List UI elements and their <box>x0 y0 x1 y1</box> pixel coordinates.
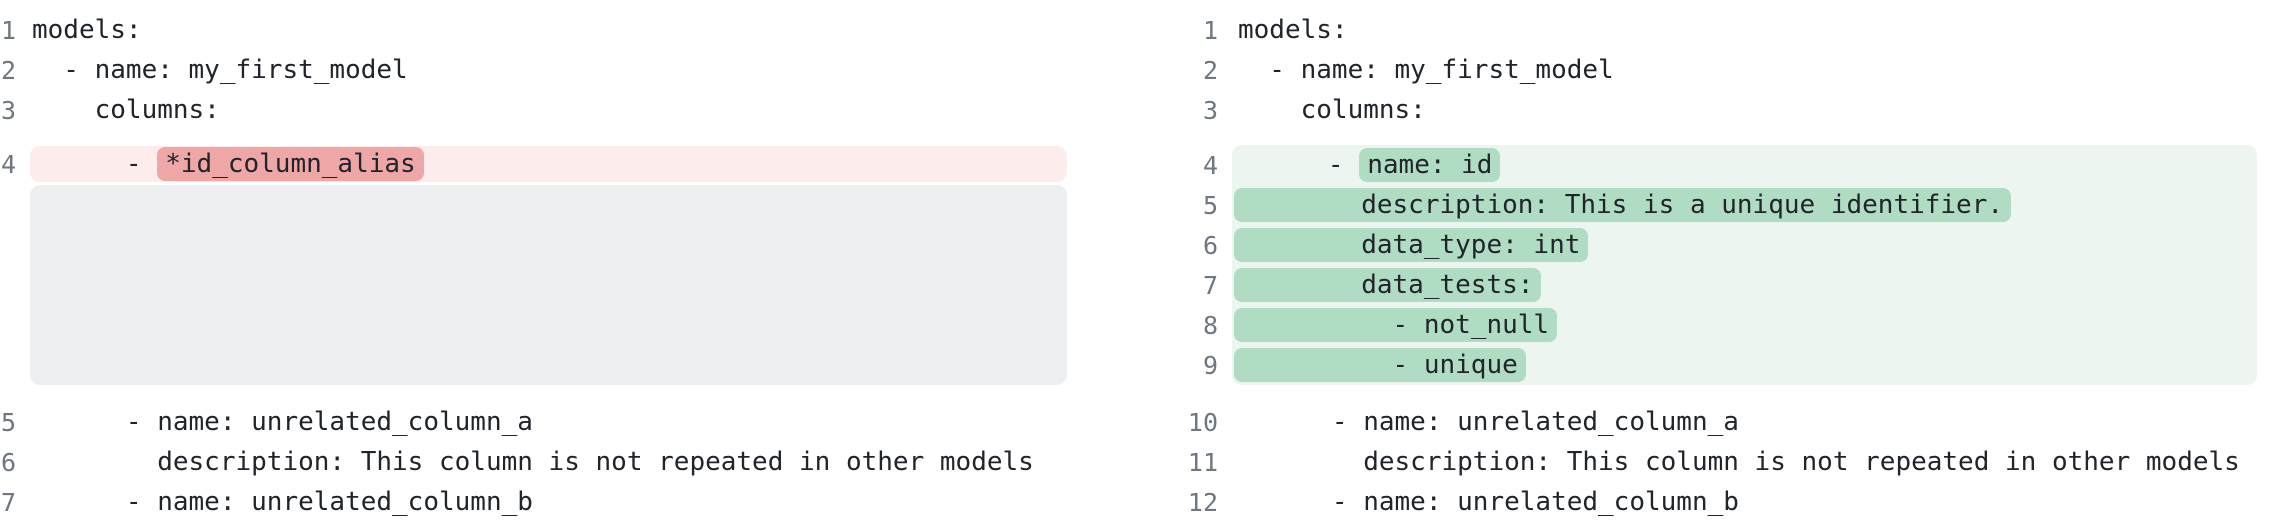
line-number: 5 <box>1202 190 1218 220</box>
added-token-highlight: - unique <box>1234 348 1526 382</box>
code-line: 6 description: This column is not repeat… <box>0 442 1130 482</box>
code-line: 4 - name: id <box>1140 145 2278 185</box>
code-text: - not_null <box>1234 305 1558 345</box>
collapsed-filler-block <box>30 185 1067 385</box>
added-line: data_type: int <box>1232 225 2257 265</box>
code-line: 5 - name: unrelated_column_a <box>0 402 1130 442</box>
code-line: 2 - name: my_first_model <box>0 50 1130 90</box>
code-line: 3 columns: <box>0 90 1130 130</box>
code-line: 8 - not_null <box>1140 305 2278 345</box>
line-number: 1 <box>1202 15 1218 45</box>
line-number: 10 <box>1187 407 1218 437</box>
code-text: - name: my_first_model <box>1238 55 1614 85</box>
code-line: 6 data_type: int <box>1140 225 2278 265</box>
line-number: 6 <box>1202 230 1218 260</box>
code-text: models: <box>1238 15 1348 45</box>
line-number: 2 <box>0 55 16 85</box>
code-line: 12 - name: unrelated_column_b <box>1140 482 2278 522</box>
code-text: columns: <box>32 95 220 125</box>
code-text: - name: unrelated_column_a <box>32 407 533 437</box>
line-number: 3 <box>1202 95 1218 125</box>
line-number: 8 <box>1202 310 1218 340</box>
code-text: columns: <box>1238 95 1426 125</box>
line-number: 11 <box>1187 447 1218 477</box>
line-number: 2 <box>1202 55 1218 85</box>
code-text: description: This column is not repeated… <box>32 447 1034 477</box>
added-line: - not_null <box>1232 305 2257 345</box>
code-text: description: This is a unique identifier… <box>1234 185 2012 225</box>
added-line: - name: id <box>1232 145 2257 185</box>
code-text: - name: unrelated_column_b <box>1238 487 1739 517</box>
code-line: 10 - name: unrelated_column_a <box>1140 402 2278 442</box>
added-line: data_tests: <box>1232 265 2257 305</box>
code-line: 2 - name: my_first_model <box>1140 50 2278 90</box>
code-line: 7 - name: unrelated_column_b <box>0 482 1130 522</box>
removed-line: - *id_column_alias <box>30 146 1067 182</box>
code-text: - name: id <box>1234 145 1501 185</box>
code-line: 7 data_tests: <box>1140 265 2278 305</box>
code-text: data_tests: <box>1234 265 1542 305</box>
code-line: 9 - unique <box>1140 345 2278 385</box>
added-line: description: This is a unique identifier… <box>1232 185 2257 225</box>
code-text: description: This column is not repeated… <box>1238 447 2240 477</box>
line-number: 1 <box>0 15 16 45</box>
line-number: 7 <box>1202 270 1218 300</box>
line-number: 4 <box>0 149 16 179</box>
code-line: 1 models: <box>0 10 1130 50</box>
added-token-highlight: - not_null <box>1234 308 1558 342</box>
code-text: - name: my_first_model <box>32 55 408 85</box>
code-line: 5 description: This is a unique identifi… <box>1140 185 2278 225</box>
line-number: 12 <box>1187 487 1218 517</box>
code-line: 3 columns: <box>1140 90 2278 130</box>
removed-section-original: 4 - *id_column_alias <box>0 145 1130 183</box>
added-line: - unique <box>1232 345 2257 385</box>
added-token-highlight: data_tests: <box>1234 268 1542 302</box>
code-text: - name: unrelated_column_a <box>1238 407 1739 437</box>
code-text: - unique <box>1234 345 1526 385</box>
line-number: 7 <box>0 487 16 517</box>
code-line: 1 models: <box>1140 10 2278 50</box>
line-number: 3 <box>0 95 16 125</box>
line-number: 5 <box>0 407 16 437</box>
code-text: models: <box>32 15 142 45</box>
code-text: - *id_column_alias <box>32 144 424 184</box>
line-number: 9 <box>1202 350 1218 380</box>
code-text: - name: unrelated_column_b <box>32 487 533 517</box>
added-token-highlight: name: id <box>1359 148 1501 182</box>
added-token-highlight: description: This is a unique identifier… <box>1234 188 2012 222</box>
removed-token-highlight: *id_column_alias <box>157 147 424 181</box>
added-token-highlight: data_type: int <box>1234 228 1589 262</box>
line-number: 4 <box>1202 150 1218 180</box>
code-line: 4 - *id_column_alias <box>0 145 1130 183</box>
code-line: 11 description: This column is not repea… <box>1140 442 2278 482</box>
code-text: data_type: int <box>1234 225 1589 265</box>
line-number: 6 <box>0 447 16 477</box>
